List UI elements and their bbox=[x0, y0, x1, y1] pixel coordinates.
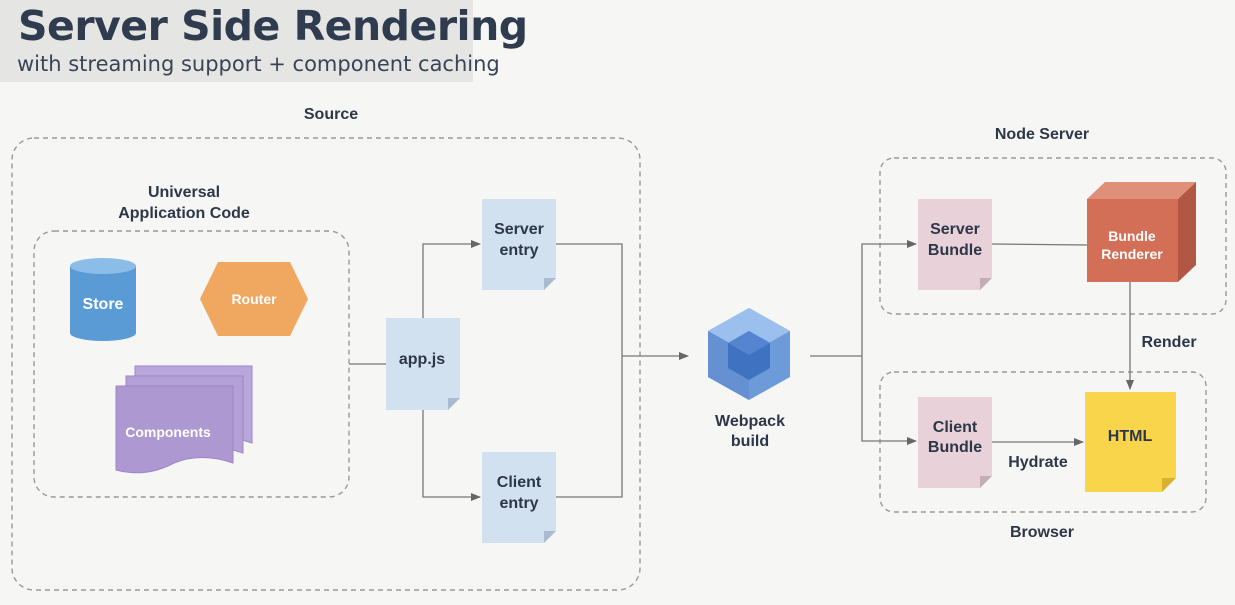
render-label: Render bbox=[1141, 334, 1196, 351]
edge-client-entry-to-merge bbox=[556, 356, 623, 498]
server-entry-label-line1: Server bbox=[494, 221, 544, 238]
browser-label: Browser bbox=[1010, 524, 1074, 541]
bundle-renderer-node: Bundle Renderer bbox=[1087, 182, 1196, 282]
html-node: HTML bbox=[1085, 392, 1176, 492]
source-label: Source bbox=[304, 106, 358, 123]
node-server-label: Node Server bbox=[995, 126, 1089, 143]
hydrate-label: Hydrate bbox=[1008, 454, 1068, 471]
page-title: Server Side Rendering bbox=[18, 2, 528, 50]
bundle-renderer-label-line1: Bundle bbox=[1108, 228, 1156, 244]
webpack-label-line2: build bbox=[731, 433, 769, 450]
bundle-renderer-label-line2: Renderer bbox=[1101, 246, 1163, 262]
client-entry-node: Client entry bbox=[482, 452, 556, 543]
browser-group bbox=[879, 371, 1207, 513]
app-js-node: app.js bbox=[386, 318, 460, 410]
router-node: Router bbox=[200, 262, 308, 336]
edge-appjs-to-client-entry bbox=[422, 410, 481, 501]
client-bundle-node: Client Bundle bbox=[918, 397, 992, 488]
client-bundle-label-line1: Client bbox=[933, 419, 978, 436]
components-label: Components bbox=[125, 424, 211, 440]
title-banner: Server Side Rendering with streaming sup… bbox=[0, 0, 528, 82]
store-label: Store bbox=[83, 296, 124, 313]
router-label: Router bbox=[231, 291, 277, 307]
edge-split-to-server-bundle bbox=[861, 240, 917, 356]
store-node: Store bbox=[70, 258, 136, 341]
universal-label-line1: Universal bbox=[148, 184, 220, 201]
server-entry-label-line2: entry bbox=[499, 242, 538, 259]
edge-server-entry-to-merge bbox=[556, 243, 623, 356]
client-entry-label-line1: Client bbox=[497, 474, 542, 491]
page-subtitle: with streaming support + component cachi… bbox=[17, 52, 500, 76]
server-bundle-label-line2: Bundle bbox=[928, 242, 982, 259]
source-group bbox=[11, 137, 641, 591]
app-js-label: app.js bbox=[399, 351, 445, 368]
server-bundle-node: Server Bundle bbox=[918, 199, 992, 290]
edge-appjs-to-server-entry bbox=[422, 240, 481, 318]
node-server-group bbox=[879, 157, 1227, 315]
universal-label-line2: Application Code bbox=[118, 205, 250, 222]
client-bundle-label-line2: Bundle bbox=[928, 439, 982, 456]
html-label: HTML bbox=[1108, 428, 1153, 445]
server-entry-node: Server entry bbox=[482, 199, 556, 290]
webpack-label-line1: Webpack bbox=[715, 413, 785, 430]
components-node: Components bbox=[115, 365, 253, 474]
client-entry-label-line2: entry bbox=[499, 495, 538, 512]
webpack-icon bbox=[708, 308, 790, 400]
edge-server-bundle-to-renderer bbox=[991, 243, 1088, 246]
server-bundle-label-line1: Server bbox=[930, 221, 980, 238]
edge-split-to-client-bundle bbox=[861, 356, 917, 445]
universal-code-group bbox=[33, 230, 350, 498]
connectors bbox=[349, 240, 1134, 501]
